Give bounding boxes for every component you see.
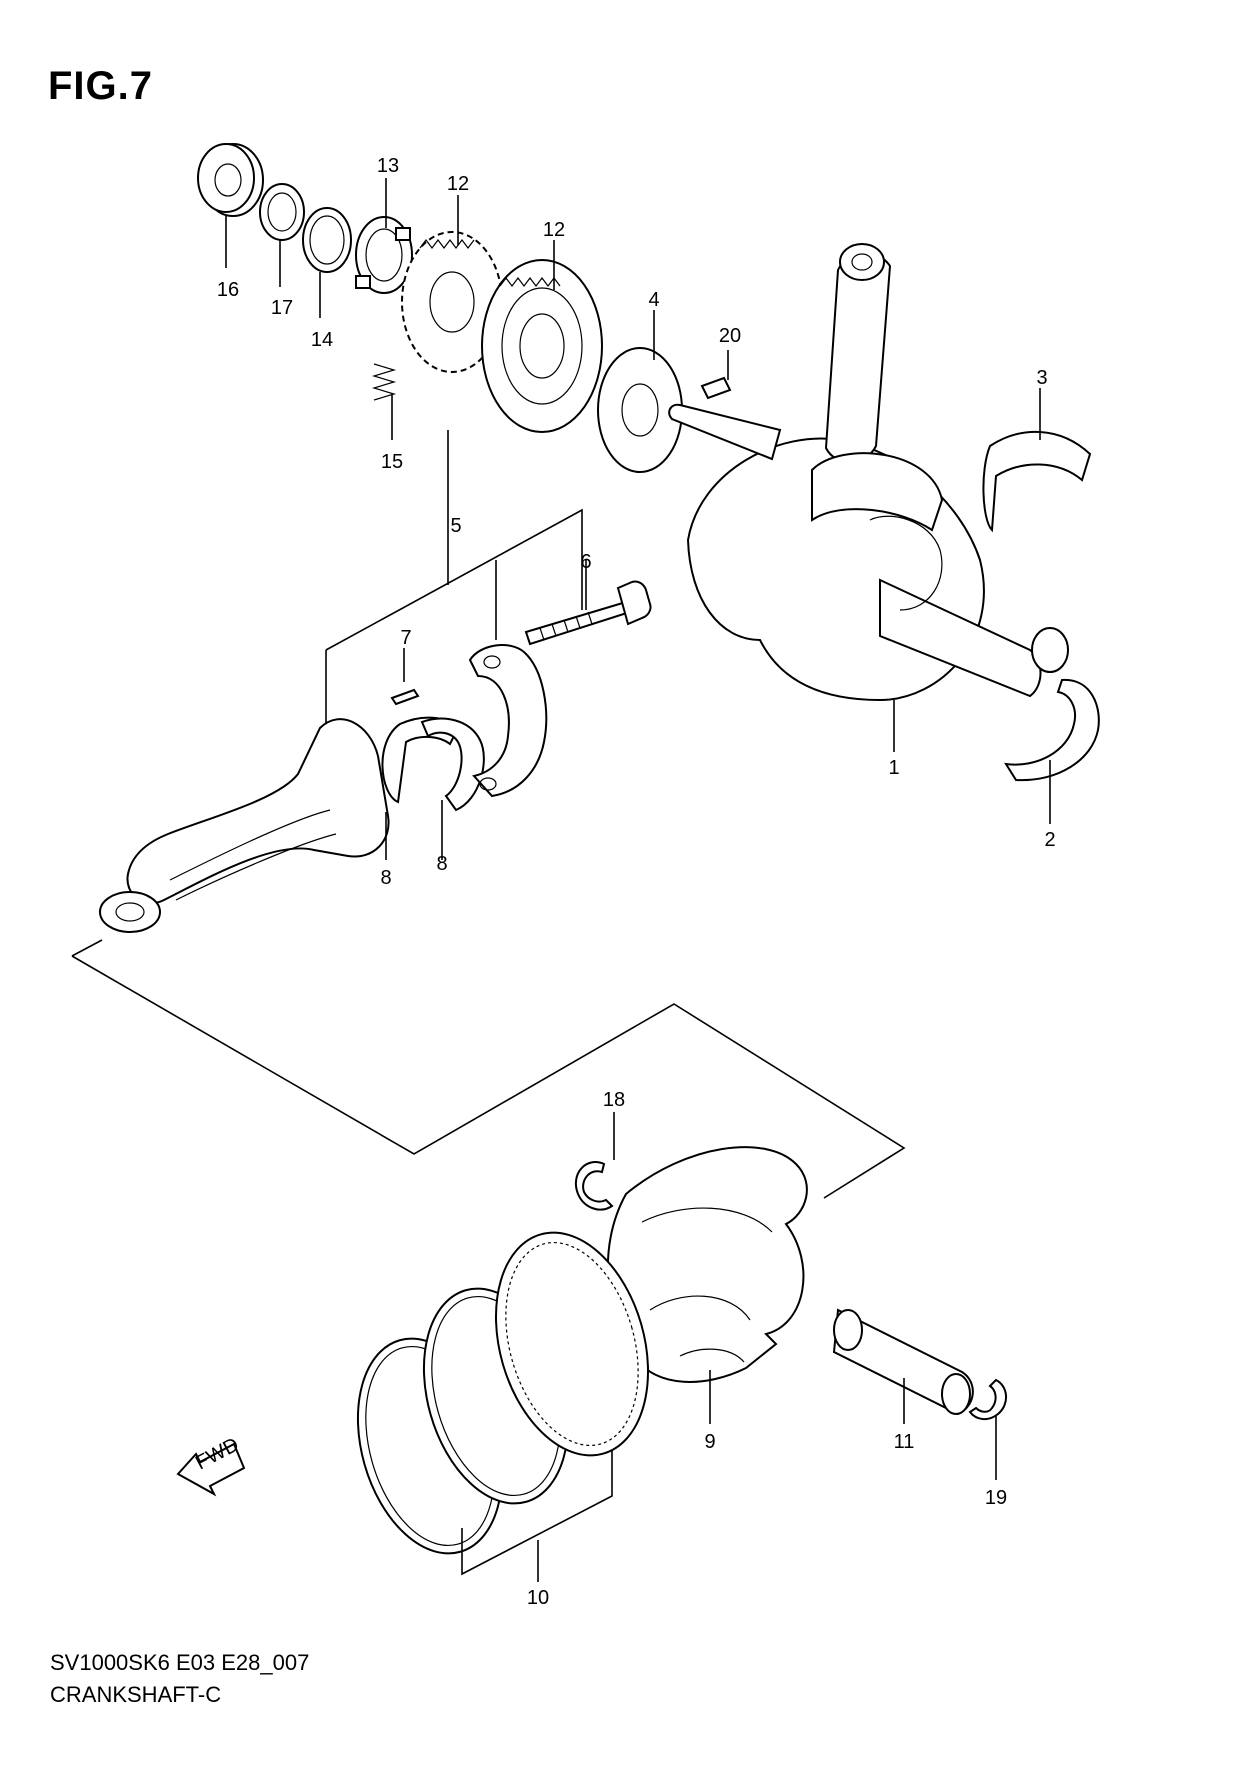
leader-lines bbox=[225, 178, 1051, 1480]
callout-7: 7 bbox=[400, 627, 411, 649]
callout-8-a: 8 bbox=[380, 867, 391, 889]
pin-7 bbox=[390, 688, 420, 706]
circlip-12-left bbox=[574, 1161, 614, 1211]
spring-17 bbox=[371, 363, 397, 401]
circlip-12-right bbox=[968, 1378, 1007, 1420]
bearing-2 bbox=[1004, 678, 1100, 782]
callout-17: 15 bbox=[381, 451, 403, 473]
callout-11: 11 bbox=[894, 1431, 915, 1453]
piston-ring-set-10 bbox=[356, 1231, 650, 1582]
circlip-16 bbox=[302, 207, 352, 273]
callout-15: 13 bbox=[377, 155, 399, 177]
callout-9: 9 bbox=[704, 1431, 715, 1453]
figure-title: FIG.7 bbox=[48, 64, 154, 108]
lock-washer-15 bbox=[355, 216, 413, 294]
callout-labels: 16 17 14 13 12 12 15 4 20 3 5 6 7 8 8 1 … bbox=[217, 155, 1056, 1609]
callout-4: 4 bbox=[648, 289, 659, 311]
callout-20: 20 bbox=[719, 325, 741, 347]
piston-pin-11 bbox=[832, 1308, 974, 1416]
callout-14: 12 bbox=[447, 173, 469, 195]
callout-10: 10 bbox=[527, 1587, 549, 1609]
assembly-outline bbox=[71, 939, 906, 1199]
bearing-8-upper bbox=[420, 717, 485, 812]
connecting-rod-5 bbox=[99, 718, 390, 933]
nut-18 bbox=[197, 143, 264, 217]
rod-cap bbox=[468, 644, 548, 798]
callout-19: 17 bbox=[271, 297, 293, 319]
key-20 bbox=[700, 376, 732, 400]
callout-3: 3 bbox=[1036, 367, 1047, 389]
callout-2: 2 bbox=[1044, 829, 1055, 851]
forward-arrow-icon: FWD bbox=[176, 1434, 246, 1497]
diagram-name: CRANKSHAFT-C bbox=[50, 1682, 222, 1707]
gear-13 bbox=[481, 259, 603, 433]
callout-16: 14 bbox=[311, 329, 333, 351]
callout-12-b: 19 bbox=[985, 1487, 1007, 1509]
diagram-code: SV1000SK6 E03 E28_007 bbox=[50, 1650, 310, 1675]
callout-12-a: 18 bbox=[603, 1089, 625, 1111]
connecting-rod-assembled bbox=[811, 243, 944, 532]
callout-5: 5 bbox=[450, 515, 461, 537]
bearing-3 bbox=[982, 430, 1092, 533]
callout-8-b: 8 bbox=[436, 853, 447, 875]
callout-6: 6 bbox=[580, 551, 591, 573]
callout-18: 16 bbox=[217, 279, 239, 301]
callout-1: 1 bbox=[888, 757, 899, 779]
bolt-6 bbox=[524, 580, 652, 646]
gear-14 bbox=[401, 231, 503, 373]
callout-13: 12 bbox=[543, 219, 565, 241]
washer-19 bbox=[259, 183, 305, 241]
